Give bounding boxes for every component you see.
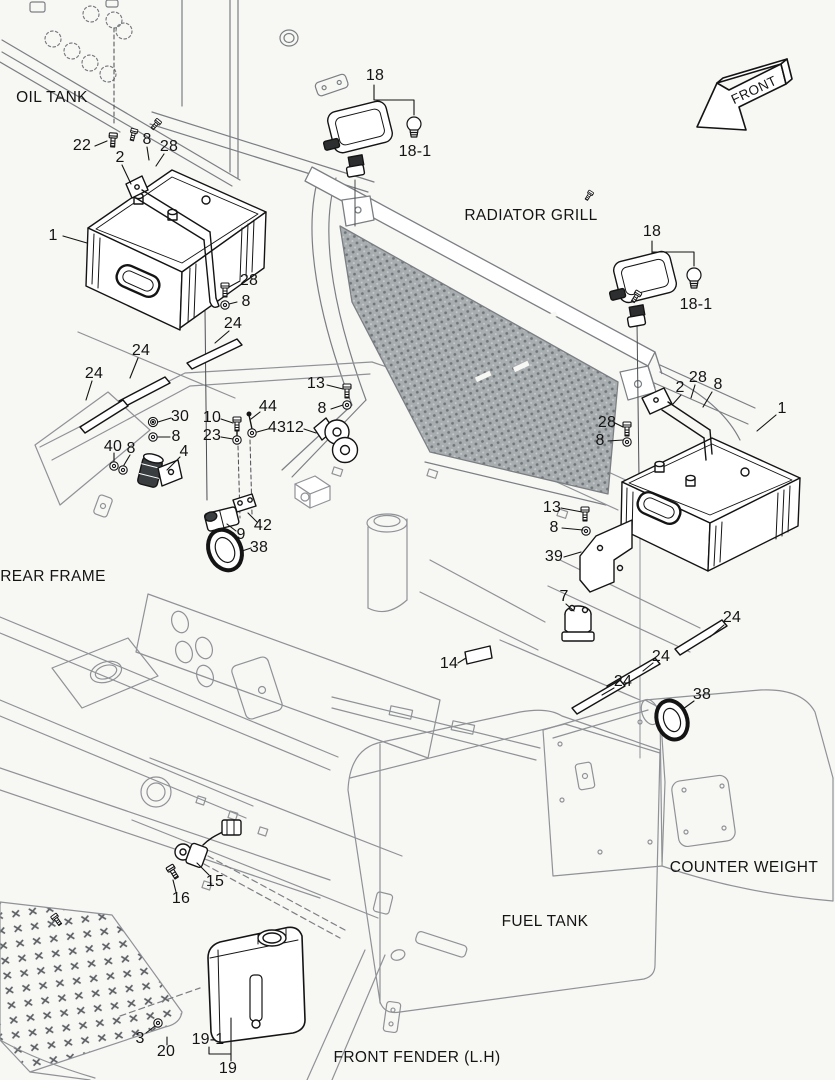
bolt-13a: [342, 383, 352, 399]
bulb-left: [406, 116, 422, 138]
mounting-strips-right: [571, 619, 728, 715]
washer-8b: [220, 300, 230, 310]
bulb-right: [686, 267, 702, 289]
washer-tank-cap: [257, 928, 287, 947]
frame-pads: [195, 466, 569, 891]
counterweight-outline: [542, 689, 834, 902]
washer-43: [247, 428, 257, 438]
nut-30: [147, 416, 159, 428]
plate-14: [464, 645, 493, 665]
battery-relay: [561, 604, 595, 642]
leader-lines: [62, 84, 777, 1062]
frame-cube: [294, 475, 331, 509]
washer-8d: [148, 432, 158, 442]
battery-right: [620, 437, 801, 572]
main-beam: [135, 593, 441, 759]
battery-holddown-right: [641, 387, 713, 461]
bolt-13b: [580, 506, 590, 522]
horn: [313, 417, 359, 464]
radiator-grill: [304, 166, 663, 495]
washer-8g: [622, 437, 632, 447]
bolt-22: [107, 132, 119, 148]
mounting-strips-left: [79, 338, 243, 434]
work-lamp-left: [322, 100, 393, 178]
pin-44: [246, 411, 253, 430]
work-lamp-right: [608, 250, 678, 328]
bolt-8f: [583, 189, 595, 202]
washer-tank: [207, 926, 306, 1044]
bolt-28d: [622, 421, 632, 437]
bolt-10: [232, 416, 242, 432]
bolt-8a: [127, 127, 139, 142]
grommet-right: [654, 698, 690, 742]
oil-tank-outline: [0, 0, 375, 193]
solenoid: [203, 493, 257, 532]
radiator-grill-mesh: [339, 225, 619, 495]
washer-8h: [581, 526, 591, 536]
front-fender-outline: [0, 767, 386, 1080]
front-arrow: [696, 58, 793, 131]
grommet-left: [206, 527, 244, 573]
battery-left: [85, 169, 267, 331]
battery-bracket: [579, 519, 633, 593]
washer-40: [109, 461, 119, 471]
washer-8c: [342, 400, 352, 410]
muffler-cylinder: [366, 513, 408, 613]
bolt-16: [165, 863, 181, 881]
fuel-tank-outline: [347, 709, 661, 1034]
relay: [137, 453, 183, 488]
washer-8e: [118, 465, 128, 475]
washer-pump: [174, 819, 242, 868]
swing-platform: [51, 637, 159, 709]
foreground-parts: [49, 27, 801, 1044]
battery-holddown-left: [125, 175, 220, 309]
washer-23: [232, 435, 242, 445]
